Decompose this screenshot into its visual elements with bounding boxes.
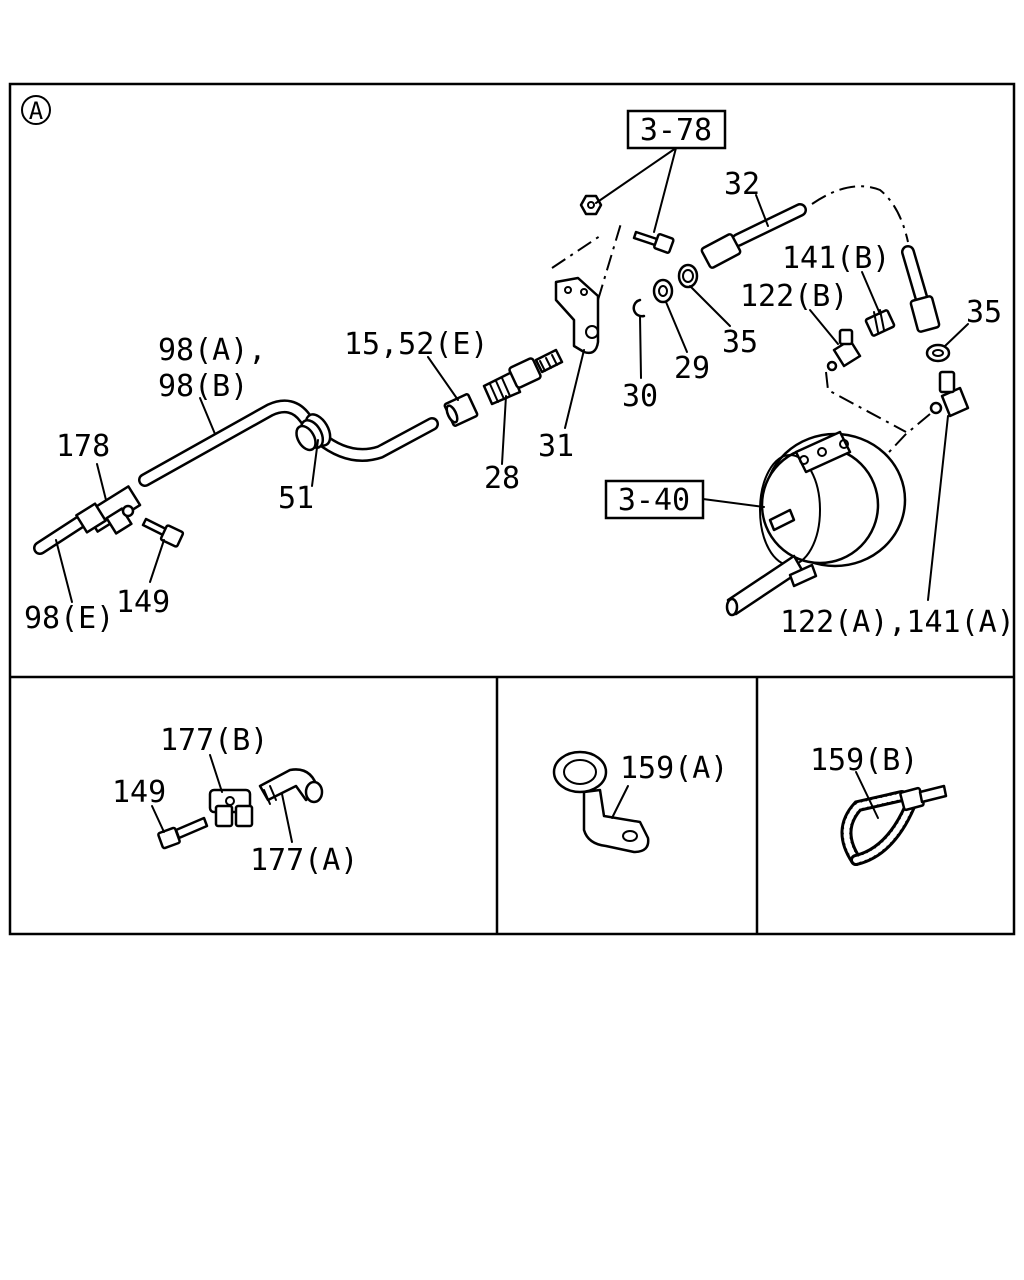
- callout-30: 30: [622, 379, 658, 414]
- hose-fitting-28: [482, 348, 564, 406]
- bolt-149: [141, 517, 185, 548]
- callout-98ab-line2: 98(B): [158, 369, 248, 404]
- tee-fitting-178: [33, 485, 142, 555]
- grommet-51: [295, 413, 332, 452]
- callout-29: 29: [674, 351, 710, 386]
- callout-98e: 98(E): [24, 601, 114, 636]
- hose-32: [700, 185, 941, 333]
- callout-32: 32: [724, 167, 760, 202]
- elbow-122b: [825, 328, 907, 433]
- callout-28: 28: [484, 461, 520, 496]
- callout-122b: 122(B): [740, 279, 848, 314]
- callout-177b: 177(B): [160, 723, 268, 758]
- connector-141b: [864, 309, 896, 337]
- svg-text:3-78: 3-78: [640, 113, 712, 148]
- detail-cable-tie-159b: [840, 784, 948, 866]
- callout-51: 51: [278, 481, 314, 516]
- clip-30: [632, 298, 646, 318]
- detail-tee-177b: [208, 788, 254, 828]
- callout-98ab-line1: 98(A),: [158, 333, 266, 368]
- callout-141b: 141(B): [782, 241, 890, 276]
- callout-149-detail: 149: [112, 775, 166, 810]
- detail-bolt-149: [157, 816, 209, 850]
- callout-15-52e: 15,52(E): [344, 327, 489, 362]
- svg-text:3-40: 3-40: [618, 483, 690, 518]
- svg-text:A: A: [29, 97, 44, 125]
- nut-29: [652, 278, 674, 304]
- callout-178: 178: [56, 429, 110, 464]
- bracket-31: [551, 219, 623, 355]
- brake-chamber-3-40: [725, 430, 907, 617]
- washer-35-upper: [677, 263, 699, 289]
- reference-box-3-40[interactable]: 3-40: [604, 479, 705, 520]
- callout-177a: 177(A): [250, 843, 358, 878]
- diagram-frame: [8, 82, 1016, 936]
- callout-35-right: 35: [966, 295, 1002, 330]
- detail-elbow-177a: [258, 768, 324, 805]
- callout-35-upper: 35: [722, 325, 758, 360]
- detail-clamp-159a: [552, 750, 650, 854]
- flare-nut-15-52e: [443, 393, 479, 427]
- callout-159a: 159(A): [620, 751, 728, 786]
- callout-159b: 159(B): [810, 743, 918, 778]
- brake-pipe-98ab: [138, 399, 439, 487]
- callout-31: 31: [538, 429, 574, 464]
- bolt-3-78: [632, 230, 675, 254]
- reference-box-3-78[interactable]: 3-78: [626, 109, 727, 150]
- callout-149-main: 149: [116, 585, 170, 620]
- section-marker: A: [21, 95, 51, 125]
- leader-lines: [55, 147, 969, 843]
- nut-3-78: [579, 194, 603, 216]
- elbow-122a-141a: [875, 370, 970, 467]
- washer-35-right: [925, 343, 951, 363]
- callout-122a-141a: 122(A),141(A): [780, 605, 1015, 640]
